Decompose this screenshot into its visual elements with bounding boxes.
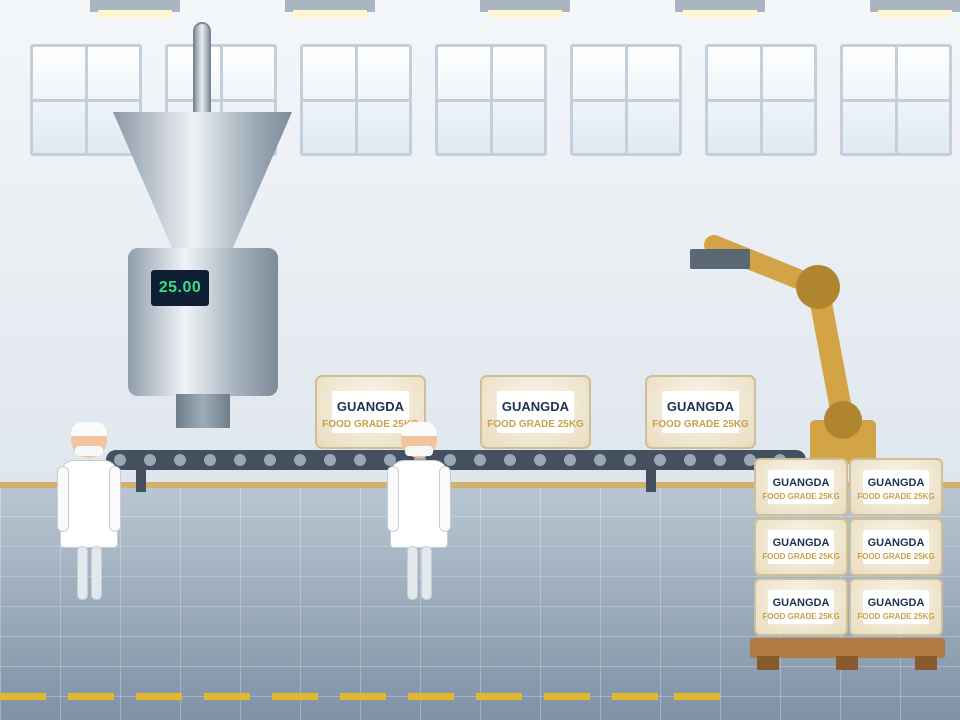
floor-stripe	[674, 693, 720, 700]
bag-grade: FOOD GRADE 25KG	[652, 419, 749, 430]
conveyor-roller	[534, 454, 546, 466]
worker-mask	[405, 446, 433, 456]
floor-stripe	[476, 693, 522, 700]
factory-window	[300, 44, 412, 156]
floor-stripe	[204, 693, 250, 700]
floor-stripe	[612, 693, 658, 700]
factory-window	[705, 44, 817, 156]
worker-leg	[77, 546, 88, 600]
ceiling-light	[675, 0, 765, 18]
bag-brand: GUANGDA	[867, 597, 925, 609]
floor-stripe	[136, 693, 182, 700]
factory-window	[840, 44, 952, 156]
robot-lower-arm	[807, 276, 854, 431]
factory-window	[435, 44, 547, 156]
conveyor-roller	[384, 454, 396, 466]
ceiling-light	[870, 0, 960, 18]
worker-leg	[407, 546, 418, 600]
robot-arm-icon	[690, 235, 876, 464]
conveyor-roller	[564, 454, 576, 466]
stacked-bag: GUANGDA FOOD GRADE 25KG	[754, 578, 848, 636]
worker-cap	[401, 422, 437, 436]
pallet	[750, 638, 945, 658]
stacked-bag: GUANGDA FOOD GRADE 25KG	[754, 518, 848, 576]
robot-joint	[824, 401, 862, 439]
floor-stripe	[68, 693, 114, 700]
bag-brand: GUANGDA	[867, 537, 925, 549]
conveyor-roller	[444, 454, 456, 466]
wall-trim	[0, 482, 960, 488]
bag-brand: GUANGDA	[336, 399, 405, 414]
bag-on-conveyor: GUANGDA FOOD GRADE 25KG	[645, 375, 756, 449]
ceiling-light	[90, 0, 180, 18]
conveyor-roller	[354, 454, 366, 466]
conveyor-roller	[504, 454, 516, 466]
robot-base	[810, 420, 876, 464]
bag-grade: FOOD GRADE 25KG	[857, 612, 935, 621]
worker-leg	[421, 546, 432, 600]
bag-brand: GUANGDA	[501, 399, 570, 414]
bag-grade: FOOD GRADE 25KG	[322, 419, 419, 430]
feed-pipe	[193, 22, 211, 120]
bag-grade: FOOD GRADE 25KG	[487, 419, 584, 430]
ceiling-light	[480, 0, 570, 18]
robot-gripper	[690, 249, 750, 269]
conveyor-roller	[144, 454, 156, 466]
ceiling-light	[285, 0, 375, 18]
factory-window	[570, 44, 682, 156]
bag-grade: FOOD GRADE 25KG	[857, 552, 935, 561]
floor-stripe	[408, 693, 454, 700]
pallet-foot	[836, 656, 858, 670]
bag-brand: GUANGDA	[772, 477, 830, 489]
conveyor-roller	[654, 454, 666, 466]
worker-figure-icon	[55, 422, 125, 602]
conveyor-roller	[114, 454, 126, 466]
robot-joint	[796, 265, 840, 309]
conveyor-roller	[234, 454, 246, 466]
bag-brand: GUANGDA	[772, 597, 830, 609]
conveyor-roller	[204, 454, 216, 466]
weight-display: 25.00	[151, 270, 209, 306]
bag-brand: GUANGDA	[666, 399, 735, 414]
floor-stripe	[0, 693, 46, 700]
pallet-foot	[915, 656, 937, 670]
worker-arm	[387, 466, 399, 532]
conveyor-leg	[136, 470, 146, 492]
worker-arm	[57, 466, 69, 532]
stacked-bag: GUANGDA FOOD GRADE 25KG	[849, 578, 943, 636]
conveyor-roller	[684, 454, 696, 466]
pallet-foot	[757, 656, 779, 670]
floor-stripe	[544, 693, 590, 700]
conveyor-roller	[264, 454, 276, 466]
worker-figure-icon	[385, 422, 455, 602]
conveyor-roller	[474, 454, 486, 466]
worker-arm	[439, 466, 451, 532]
bag-grade: FOOD GRADE 25KG	[857, 492, 935, 501]
bag-grade: FOOD GRADE 25KG	[762, 492, 840, 501]
conveyor-roller	[744, 454, 756, 466]
worker-mask	[75, 446, 103, 456]
bag-grade: FOOD GRADE 25KG	[762, 552, 840, 561]
floor-stripe	[340, 693, 386, 700]
bag-on-conveyor: GUANGDA FOOD GRADE 25KG	[480, 375, 591, 449]
conveyor-leg	[646, 470, 656, 492]
factory-window	[30, 44, 142, 156]
conveyor-roller	[624, 454, 636, 466]
conveyor-roller	[714, 454, 726, 466]
hopper-spout	[176, 394, 230, 428]
stacked-bag: GUANGDA FOOD GRADE 25KG	[849, 458, 943, 516]
bag-brand: GUANGDA	[772, 537, 830, 549]
worker-cap	[71, 422, 107, 436]
stacked-bag: GUANGDA FOOD GRADE 25KG	[849, 518, 943, 576]
conveyor-roller	[174, 454, 186, 466]
bag-brand: GUANGDA	[867, 477, 925, 489]
floor-stripe	[272, 693, 318, 700]
worker-leg	[91, 546, 102, 600]
bag-grade: FOOD GRADE 25KG	[762, 612, 840, 621]
conveyor-roller	[294, 454, 306, 466]
worker-arm	[109, 466, 121, 532]
stacked-bag: GUANGDA FOOD GRADE 25KG	[754, 458, 848, 516]
conveyor-roller	[594, 454, 606, 466]
conveyor-roller	[324, 454, 336, 466]
